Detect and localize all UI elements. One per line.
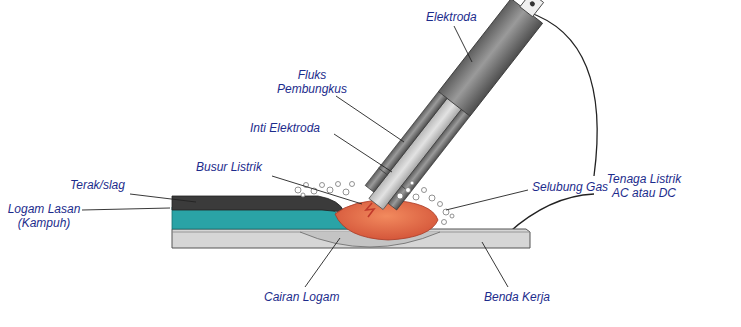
part-label: Cairan Logam <box>264 290 339 304</box>
electrode-cable <box>528 12 597 176</box>
part-label: Tenaga Listrik AC atau DC <box>598 172 690 200</box>
part-label: Inti Elektroda <box>250 121 320 135</box>
slag <box>172 196 344 212</box>
part-label: Elektroda <box>426 10 477 24</box>
electrode <box>360 0 553 216</box>
gas-shield <box>295 181 454 225</box>
workpiece <box>172 229 530 248</box>
part-label: Logam Lasan (Kampuh) <box>4 202 84 230</box>
leader-lines <box>82 26 528 287</box>
part-label: Terak/slag <box>70 178 125 192</box>
part-label: Busur Listrik <box>196 160 262 174</box>
part-label: Fluks Pembungkus <box>272 68 352 96</box>
molten-pool <box>335 200 438 240</box>
electric-arc <box>366 203 374 217</box>
part-label: Selubung Gas <box>532 180 608 194</box>
part-label: Benda Kerja <box>484 290 550 304</box>
